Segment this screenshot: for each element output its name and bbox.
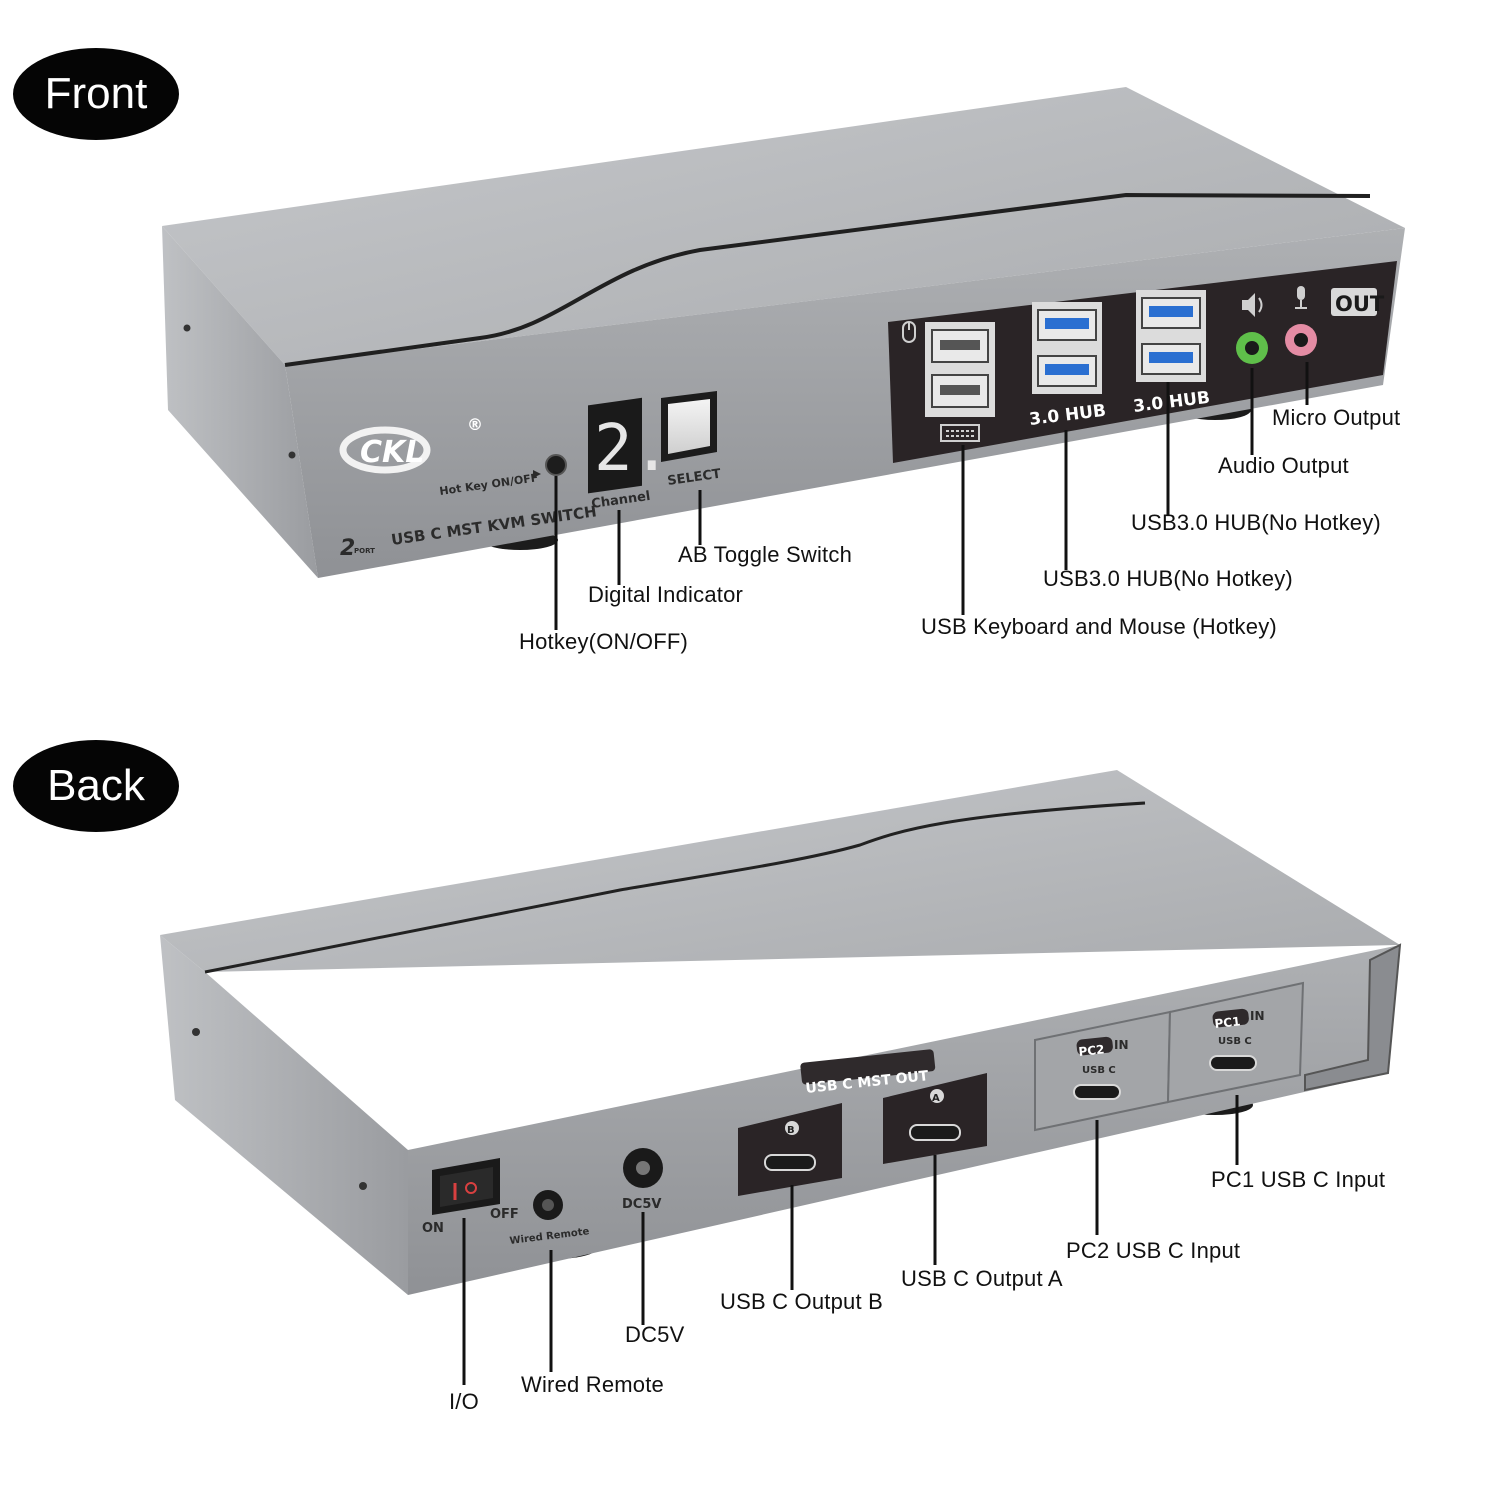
pc2-label: PC2: [1078, 1042, 1105, 1059]
pc1-label: PC1: [1214, 1014, 1241, 1031]
power-switch[interactable]: [432, 1158, 500, 1215]
back-unit: ON OFF Wired Remote DC5V USB C MST OUT B…: [160, 770, 1402, 1295]
usb30-hub-1-ports[interactable]: [1032, 302, 1102, 394]
callout-hotkey: Hotkey(ON/OFF): [519, 629, 689, 654]
screw-hole: [288, 451, 296, 459]
callout-output-b: USB C Output B: [720, 1289, 883, 1314]
pc2-usbc-label: USB C: [1082, 1065, 1116, 1076]
speaker-icon: [1242, 293, 1263, 317]
pc2-in-label: IN: [1114, 1038, 1129, 1052]
usb30-hub-2-ports[interactable]: [1136, 290, 1206, 382]
brand-text: CKL: [360, 435, 424, 470]
audio-output-jack[interactable]: [1236, 332, 1268, 364]
model-port-word: PORT: [354, 547, 375, 555]
port-a-badge: [930, 1089, 944, 1103]
registered-mark: ®: [467, 415, 483, 434]
callout-wired-remote: Wired Remote: [521, 1372, 664, 1397]
digital-indicator: [588, 397, 642, 494]
pc1-in-label: IN: [1250, 1009, 1265, 1023]
hotkey-button[interactable]: [545, 454, 567, 476]
front-top-surface: [162, 87, 1405, 365]
wired-remote-jack[interactable]: [533, 1190, 563, 1220]
dc-power-jack[interactable]: [623, 1148, 663, 1188]
back-leader-lines: [462, 1095, 1239, 1385]
model-port-count: 2: [340, 536, 355, 561]
screw-hole: [192, 1028, 200, 1036]
callout-output-a: USB C Output A: [901, 1266, 1063, 1291]
usb-c-output-a-port[interactable]: [909, 1124, 961, 1141]
arrow-right-icon: [533, 470, 541, 478]
screw-hole: [359, 1182, 367, 1190]
front-section-label: Front: [44, 69, 148, 118]
back-section-label: Back: [47, 761, 145, 810]
callout-usb30-hub-2: USB3.0 HUB(No Hotkey): [1043, 566, 1293, 591]
switch-on-label: ON: [422, 1221, 444, 1236]
pc1-usbc-label: USB C: [1218, 1036, 1252, 1047]
port-a-letter: A: [932, 1093, 940, 1104]
output-b-panel: [738, 1103, 842, 1196]
switch-off-label: OFF: [490, 1207, 519, 1222]
callout-pc1-input: PC1 USB C Input: [1211, 1167, 1386, 1192]
pc1-usb-c-port[interactable]: [1209, 1055, 1257, 1071]
front-left-side: [162, 226, 318, 578]
callout-audio-output: Audio Output: [1218, 453, 1349, 478]
back-left-side: [160, 935, 408, 1295]
front-section-badge: Front: [13, 48, 179, 140]
usb-c-output-b-port[interactable]: [764, 1154, 816, 1171]
port-b-badge: [785, 1121, 799, 1135]
output-a-panel: [883, 1073, 987, 1164]
pc2-badge: [1076, 1036, 1113, 1056]
callout-kb-mouse: USB Keyboard and Mouse (Hotkey): [921, 614, 1277, 639]
pc1-input-panel: [1166, 981, 1305, 1104]
screw-hole: [183, 324, 191, 332]
usb-keyboard-mouse-ports[interactable]: [925, 322, 995, 417]
back-top-surface: [160, 770, 1400, 972]
mst-out-badge: [800, 1049, 936, 1085]
callout-usb30-hub-1: USB3.0 HUB(No Hotkey): [1131, 510, 1381, 535]
pc1-badge: [1212, 1008, 1249, 1028]
keyboard-icon: [940, 424, 980, 442]
callout-digital-indicator: Digital Indicator: [588, 582, 744, 607]
callout-micro-output: Micro Output: [1272, 405, 1401, 430]
mouse-icon: [902, 321, 916, 343]
microphone-icon: [1295, 286, 1307, 309]
front-leader-lines: [554, 362, 1309, 630]
back-section-badge: Back: [13, 740, 179, 832]
out-badge: [1331, 288, 1377, 316]
port-b-letter: B: [787, 1125, 795, 1136]
front-unit: CKL ® Hot Key ON/OFF 2 PORT USB C MST KV…: [162, 87, 1405, 578]
callout-dc5v: DC5V: [625, 1322, 685, 1347]
select-button[interactable]: [661, 391, 717, 462]
dc-silk-label: DC5V: [622, 1197, 661, 1212]
select-silk-label: SELECT: [666, 467, 722, 489]
brand-logo: CKL ®: [339, 415, 483, 474]
pc2-usb-c-port[interactable]: [1073, 1084, 1121, 1100]
callout-pc2-input: PC2 USB C Input: [1066, 1238, 1241, 1263]
mic-output-jack[interactable]: [1285, 324, 1317, 356]
callout-io: I/O: [449, 1389, 479, 1414]
back-lid-seam: [204, 801, 1146, 974]
front-lid-seam: [284, 192, 1371, 367]
channel-digit: 2.: [594, 412, 671, 486]
out-silk-label: OUT: [1335, 292, 1385, 316]
callout-ab-toggle: AB Toggle Switch: [678, 542, 853, 567]
back-bracket: [1304, 943, 1402, 1092]
